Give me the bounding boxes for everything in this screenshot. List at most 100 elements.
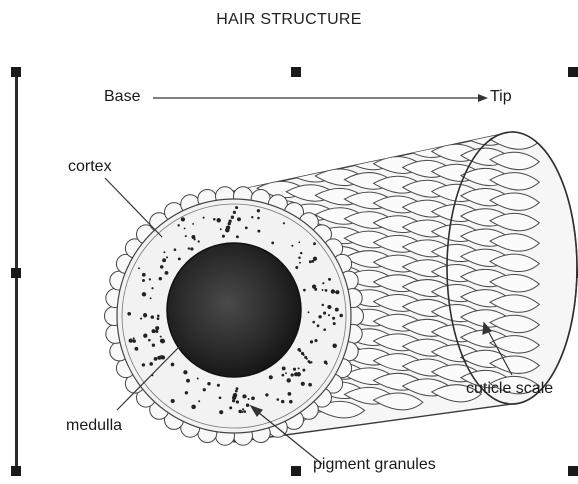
pigment-granule xyxy=(185,235,187,237)
pigment-granule xyxy=(236,387,239,390)
pigment-granule xyxy=(181,217,185,221)
medulla-label: medulla xyxy=(66,417,122,435)
pigment-granule xyxy=(295,266,298,269)
pigment-granule xyxy=(140,318,142,320)
pigment-granule xyxy=(288,392,292,396)
pigment-granule xyxy=(174,248,177,251)
pigment-granule xyxy=(207,382,210,385)
pigment-granule xyxy=(242,408,244,410)
pigment-granule xyxy=(151,287,153,289)
pigment-granule xyxy=(160,265,164,269)
pigment-granule xyxy=(198,400,200,402)
pigment-granule xyxy=(161,339,166,344)
pigment-granule xyxy=(149,362,153,366)
pigment-granule xyxy=(165,271,169,275)
pigment-granule xyxy=(163,251,165,253)
pigment-granule xyxy=(301,382,305,386)
pigment-granule xyxy=(323,312,326,315)
pigment-granule xyxy=(314,339,317,342)
pigment-granule xyxy=(317,324,320,327)
pigment-granule xyxy=(217,384,220,387)
pigment-granule xyxy=(309,260,312,263)
pigment-granule xyxy=(335,308,339,312)
pigment-granule xyxy=(159,277,162,280)
pigment-granule xyxy=(298,256,301,259)
pigment-granule xyxy=(157,317,160,320)
pigment-granule xyxy=(322,282,324,284)
pigment-granule xyxy=(162,258,166,262)
pigment-granule xyxy=(298,241,300,243)
pigment-granule xyxy=(155,326,159,330)
direction-arrow-head xyxy=(478,94,488,102)
pigment-granule xyxy=(192,223,194,225)
pigment-granule xyxy=(232,395,236,399)
pigment-granule xyxy=(142,273,146,277)
pigment-granule xyxy=(310,340,313,343)
pigment-granule xyxy=(155,330,158,333)
pigment-granule xyxy=(233,211,236,214)
pigment-granule xyxy=(322,304,324,306)
pigment-granule xyxy=(213,218,216,221)
pigment-granule xyxy=(257,209,260,212)
pigment-granule xyxy=(143,313,146,316)
pigment-granule xyxy=(335,291,337,293)
pigment-granule xyxy=(231,216,234,219)
pigment-granule xyxy=(228,220,231,223)
pigment-granule xyxy=(303,354,305,356)
pigment-granule xyxy=(298,367,300,369)
pigment-granule xyxy=(191,235,195,239)
pigment-granule xyxy=(129,338,133,342)
cortex-label: cortex xyxy=(68,158,112,176)
pigment-granule xyxy=(313,242,316,245)
tip-label: Tip xyxy=(490,88,512,106)
pigment-granule xyxy=(235,206,238,209)
pigment-granule xyxy=(283,222,285,224)
pigment-granule xyxy=(299,262,301,264)
pigment-granule xyxy=(339,314,343,318)
pigment-granule xyxy=(265,393,268,396)
pigment-granule xyxy=(190,247,193,250)
pigment-granule xyxy=(152,344,155,347)
pigment-granule xyxy=(243,410,246,413)
pigment-granule xyxy=(216,218,221,223)
pigment-granule xyxy=(132,339,135,342)
pigment-granule xyxy=(222,235,225,238)
pigment-granule xyxy=(302,369,305,372)
pigment-granule xyxy=(308,383,312,387)
pigment-granule xyxy=(143,334,147,338)
pigment-granule xyxy=(289,400,293,404)
pigment-granule xyxy=(299,350,301,352)
pigment-granule xyxy=(236,400,239,403)
pigment-granule xyxy=(276,398,279,401)
pigment-granule xyxy=(148,339,151,342)
pigment-granule xyxy=(134,347,138,351)
pigment-granule xyxy=(191,405,196,410)
pigment-granule xyxy=(157,315,160,318)
pigment-granule xyxy=(318,315,321,318)
pigment-granule xyxy=(198,240,200,242)
pigment-granule xyxy=(177,224,179,226)
pigment-granule xyxy=(325,289,328,292)
pigment-granule xyxy=(171,399,175,403)
pigment-granule xyxy=(291,245,293,247)
pigment-granule xyxy=(325,362,327,364)
pigment-granule xyxy=(142,363,145,366)
pigment-granule xyxy=(285,372,287,374)
pigment-granule xyxy=(282,374,285,377)
pigment-granule xyxy=(150,297,152,299)
pigment-granule xyxy=(257,217,260,220)
pigment-granule xyxy=(219,396,222,399)
pigment-granule xyxy=(171,363,175,367)
pigment-granule xyxy=(149,278,151,280)
pigment-granule xyxy=(197,378,199,380)
pigment-granule xyxy=(293,368,296,371)
pigment-granule xyxy=(306,358,308,360)
pigment-granule xyxy=(281,400,284,403)
pigment-granule xyxy=(127,312,131,316)
pigment-granule xyxy=(188,247,190,249)
pigment-granule xyxy=(303,289,306,292)
pigment-granule xyxy=(333,322,336,325)
pigment-granule xyxy=(291,373,294,376)
pigment-granule xyxy=(245,227,248,230)
pigment-granule xyxy=(323,328,326,331)
